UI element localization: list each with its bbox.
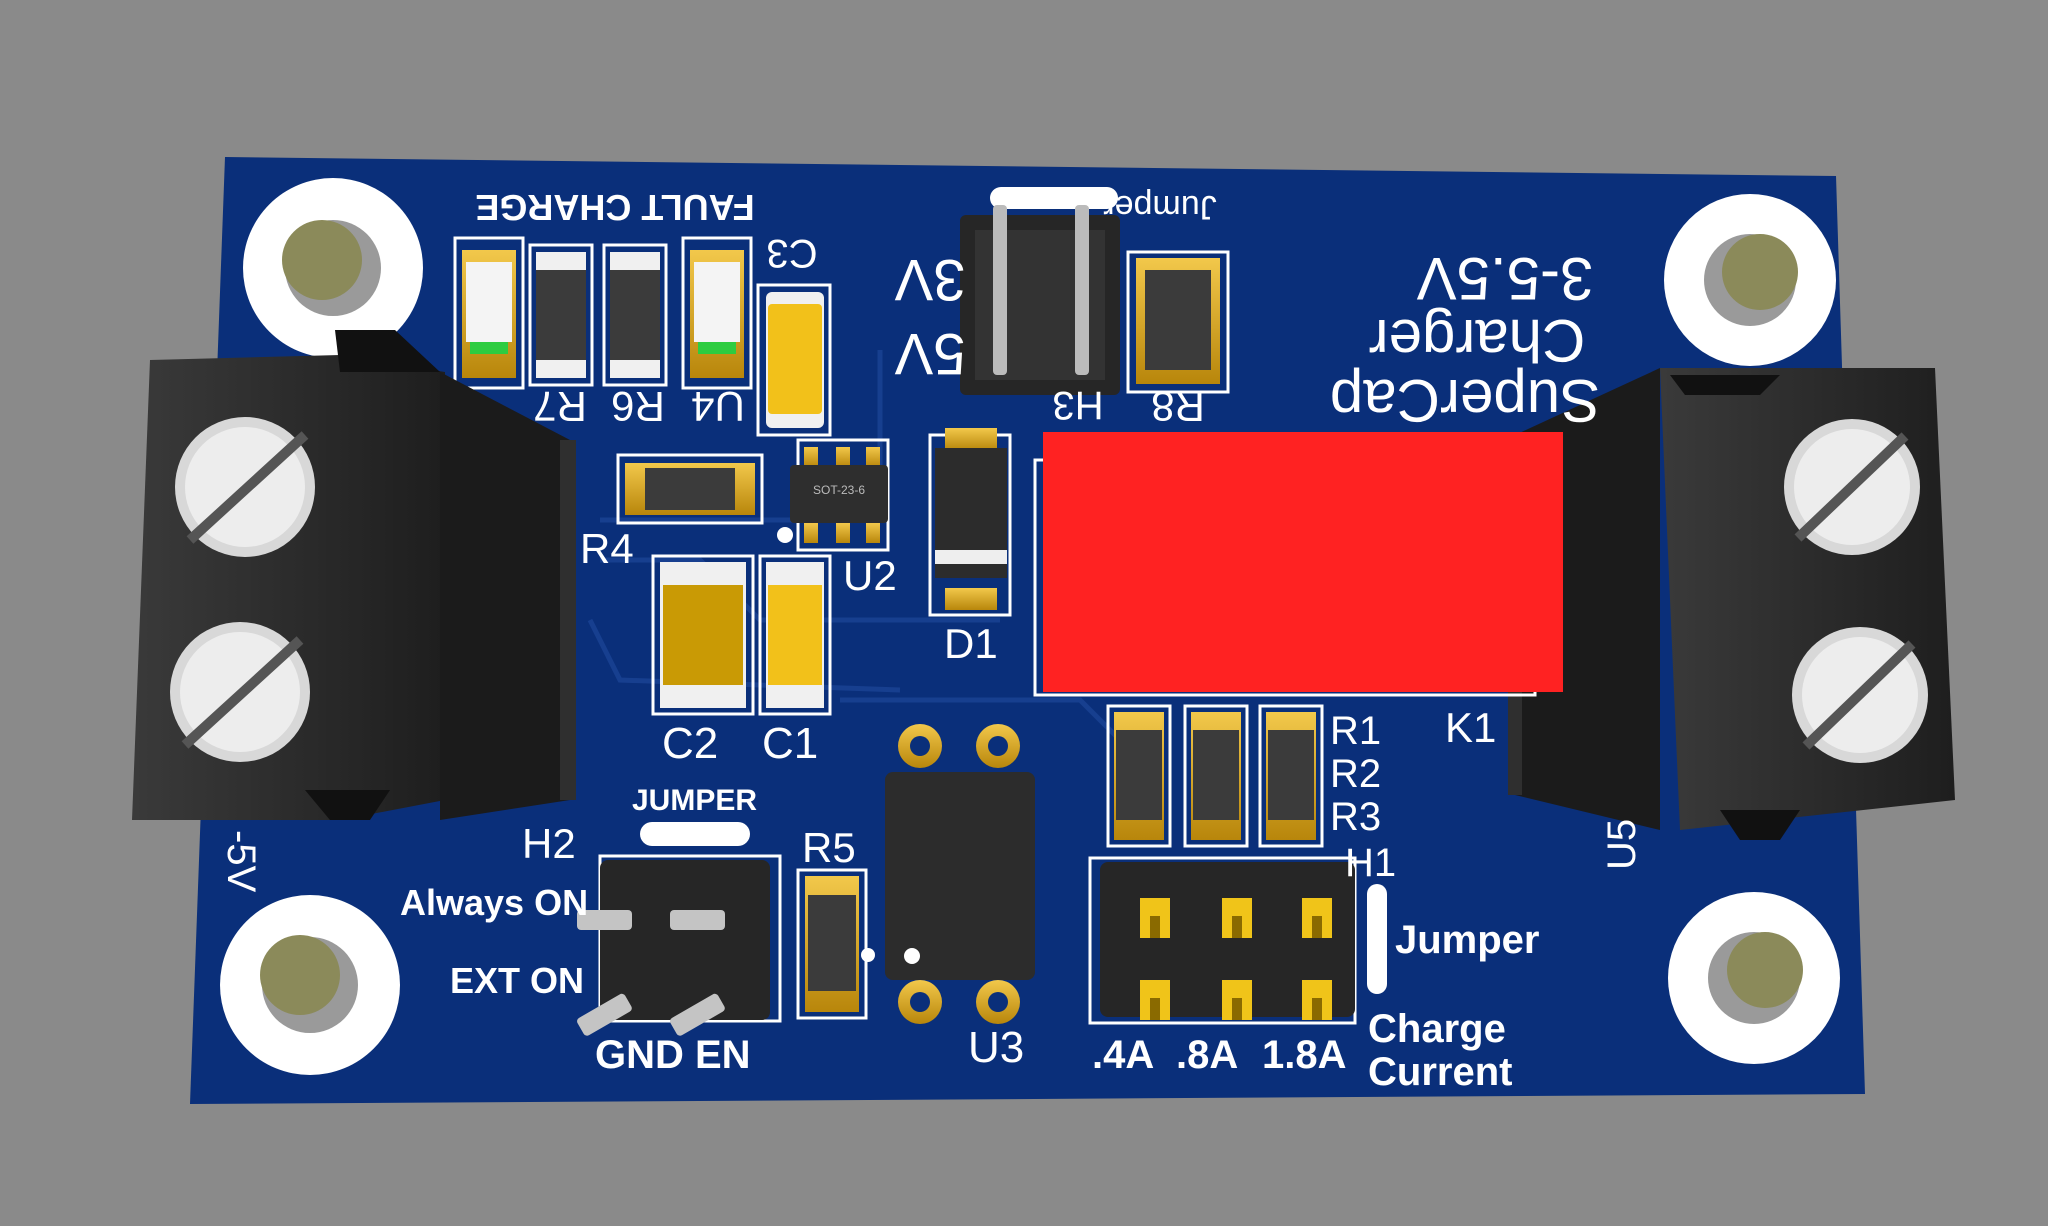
resistor-r6	[602, 243, 668, 387]
ic-u3	[861, 724, 1035, 1024]
label-r5: R5	[802, 824, 856, 871]
mounting-hole-tl	[243, 178, 423, 358]
ic-u2: SOT-23-6	[777, 438, 890, 552]
label-left-5v: -5V	[219, 830, 263, 893]
label-jumper-right: Jumper	[1395, 918, 1540, 962]
mounting-hole-tr	[1664, 194, 1836, 366]
label-gnd-en: GND EN	[595, 1033, 751, 1077]
resistor-r5	[796, 868, 868, 1020]
label-18a: 1.8A	[1262, 1033, 1347, 1077]
header-h3	[960, 187, 1120, 395]
label-title-line1: 3-5.5V	[1417, 245, 1594, 312]
label-r8: R8	[1151, 383, 1205, 430]
mounting-hole-br	[1668, 892, 1840, 1064]
label-d1: D1	[944, 620, 998, 667]
label-r1: R1	[1330, 709, 1381, 753]
label-ext-on: EXT ON	[450, 960, 584, 1001]
label-charge: Charge	[1368, 1007, 1506, 1051]
label-fault-charge: FAULT CHARGE	[475, 187, 754, 228]
label-k1: K1	[1445, 704, 1496, 751]
label-u3: U3	[968, 1023, 1024, 1072]
screw-right-top	[1784, 419, 1920, 555]
label-u2: U2	[843, 552, 897, 599]
label-title-line3: SuperCap	[1330, 367, 1600, 434]
resistor-r8	[1126, 250, 1230, 394]
resistor-r3	[1258, 704, 1324, 848]
label-h3: H3	[1052, 383, 1103, 427]
label-08a: .8A	[1176, 1033, 1238, 1077]
terminal-block-right	[1508, 368, 1955, 840]
u2-marking: SOT-23-6	[813, 483, 865, 497]
label-u4: U4	[691, 383, 745, 430]
label-u5: U5	[1600, 819, 1644, 870]
label-h1: H1	[1345, 841, 1396, 885]
silkscreen: FAULT CHARGE Jumper 3V 5V 3-5.5V Charger…	[219, 187, 1644, 1094]
resistor-r7	[528, 243, 594, 387]
label-r3: R3	[1330, 795, 1381, 839]
capacitor-c3	[756, 283, 832, 437]
diode-d1	[928, 428, 1012, 617]
screw-left-bottom	[170, 622, 310, 762]
resistor-r1	[1106, 704, 1172, 848]
screw-left-top	[175, 417, 315, 557]
label-3v: 3V	[894, 247, 965, 312]
relay-k1	[1033, 432, 1563, 697]
label-r6: R6	[611, 383, 665, 430]
terminal-block-left	[132, 330, 576, 820]
capacitor-c2	[651, 554, 755, 716]
label-r4: R4	[580, 525, 634, 572]
label-title-line2: Charger	[1369, 307, 1586, 374]
capacitor-c1	[758, 554, 832, 716]
header-h2	[577, 822, 782, 1036]
label-jumper-caps: JUMPER	[632, 784, 757, 817]
mounting-hole-bl	[220, 895, 400, 1075]
led-charge	[681, 236, 753, 390]
label-c2: C2	[662, 719, 718, 768]
resistor-r4	[616, 453, 764, 525]
label-5v: 5V	[894, 321, 965, 386]
label-04a: .4A	[1092, 1033, 1154, 1077]
resistor-r2	[1183, 704, 1249, 848]
label-jumper-top: Jumper	[1103, 188, 1216, 226]
label-c3: C3	[766, 231, 817, 275]
screw-right-bottom	[1792, 627, 1928, 763]
header-h1	[1088, 856, 1387, 1025]
label-current: Current	[1368, 1050, 1512, 1094]
label-always-on: Always ON	[400, 882, 588, 923]
label-h2: H2	[522, 820, 576, 867]
led-fault	[453, 236, 525, 390]
label-c1: C1	[762, 719, 818, 768]
label-r2: R2	[1330, 752, 1381, 796]
label-r7: R7	[533, 383, 587, 430]
